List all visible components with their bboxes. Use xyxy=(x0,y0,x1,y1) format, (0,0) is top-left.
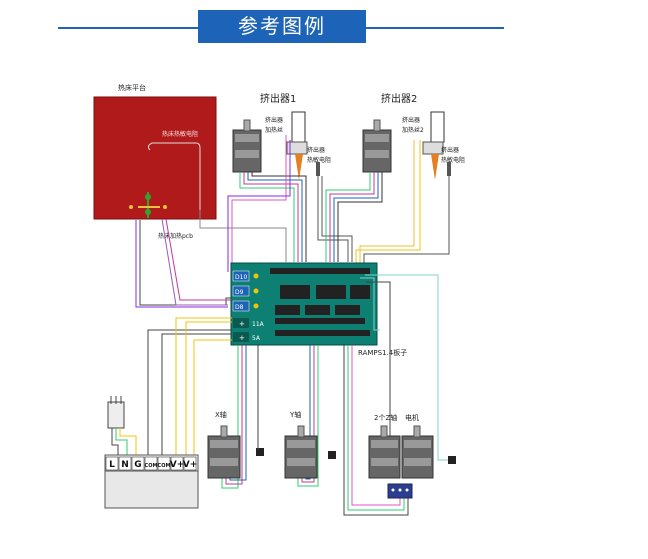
psu-terminal-label: L xyxy=(109,460,115,470)
motor-x: X轴 xyxy=(207,410,241,479)
motor-z-label: 2个Z轴 xyxy=(374,413,397,422)
extruder2-heater-label-2: 加热丝2 xyxy=(402,126,424,134)
psu-terminal-box xyxy=(144,456,158,471)
psu-terminal-box xyxy=(131,456,145,471)
motor-y-label: Y轴 xyxy=(289,410,301,419)
ramps-board: D10 D9 D8 + + 11A 5A RAMPS1.4板子 xyxy=(230,262,407,357)
extruder1-thermistor-label-1: 挤出器 xyxy=(307,146,325,154)
extruder1-heater-label-1: 挤出器 xyxy=(265,116,283,124)
motor-z: 2个Z轴 电机 xyxy=(368,413,434,499)
psu-wires xyxy=(147,317,259,455)
motor-wires xyxy=(221,345,409,516)
psu-terminal-label: COM xyxy=(145,463,158,469)
heated-bed: 热床平台 热床热敏电阻 热床加热pcb xyxy=(93,83,217,240)
board-d8-label: D8 xyxy=(235,304,244,311)
endstop-wires xyxy=(360,274,448,461)
extruder1-heater-label-2: 加热丝 xyxy=(265,126,283,134)
board-5a-label: 5A xyxy=(252,335,261,342)
extruder1-title: 挤出器1 xyxy=(260,92,296,105)
psu-terminal-box xyxy=(118,456,132,471)
extruder2-thermistor-label-1: 挤出器 xyxy=(441,146,459,154)
svg-text:+: + xyxy=(239,334,245,342)
psu-terminal-box xyxy=(105,456,119,471)
heated-bed-title: 热床平台 xyxy=(118,83,146,92)
bed-pcb-label: 热床加热pcb xyxy=(158,232,193,240)
psu-terminal-box xyxy=(183,456,197,471)
extruder2-title: 挤出器2 xyxy=(381,92,417,105)
svg-text:+: + xyxy=(239,320,245,328)
extruder-2: 挤出器2 挤出器 加热丝2 挤出器 热敏电阻 xyxy=(362,92,465,180)
psu-terminal-label: V+ xyxy=(170,460,185,470)
bed-wires xyxy=(135,210,287,308)
motor-x-label: X轴 xyxy=(215,410,227,419)
psu-terminal-label: G xyxy=(134,460,141,470)
bed-thermistor-label: 热床热敏电阻 xyxy=(162,130,198,138)
psu-terminal-label: COM xyxy=(158,463,171,469)
psu-terminal-box xyxy=(157,456,171,471)
psu-terminal-label: N xyxy=(121,460,129,470)
ramps-board-label: RAMPS1.4板子 xyxy=(358,348,407,357)
endstops xyxy=(256,448,456,464)
power-supply xyxy=(104,396,199,509)
board-11a-label: 11A xyxy=(252,321,265,328)
psu-terminal-box xyxy=(170,456,184,471)
psu-terminal-label: V+ xyxy=(183,460,198,470)
motor-y: Y轴 xyxy=(284,410,318,479)
extruder2-heater-label-1: 挤出器 xyxy=(402,116,420,124)
extruder1-thermistor-label-2: 热敏电阻 xyxy=(307,156,331,164)
page-title: 参考图例 xyxy=(198,10,366,43)
board-d9-label: D9 xyxy=(235,289,244,296)
header-line-right xyxy=(366,27,504,29)
extruder-wires xyxy=(227,135,450,272)
extruder-1: 挤出器1 挤出器 加热丝 挤出器 热敏电阻 xyxy=(232,92,331,180)
motor-z-label-2: 电机 xyxy=(405,413,419,422)
header-line-left xyxy=(58,27,198,29)
board-d10-label: D10 xyxy=(235,274,247,281)
extruder2-thermistor-label-2: 热敏电阻 xyxy=(441,156,465,164)
